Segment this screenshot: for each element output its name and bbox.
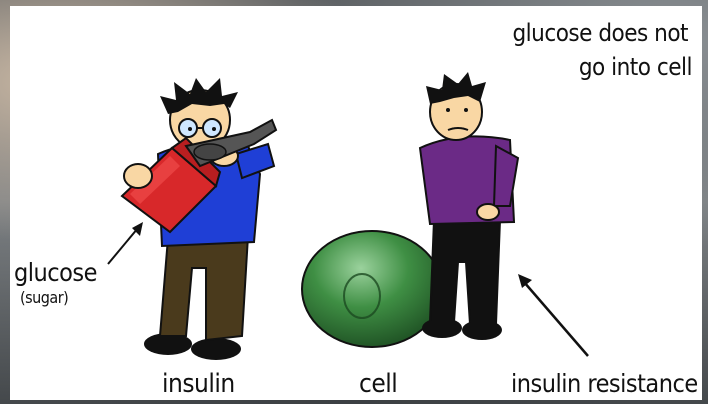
insulin-label: insulin (162, 369, 235, 399)
glucose-arrow (108, 222, 143, 264)
glucose-label: glucose (14, 258, 97, 287)
sugar-label: (sugar) (20, 288, 68, 307)
resistance-arrow (518, 274, 588, 356)
cell-sphere-icon (302, 231, 442, 347)
caption-line-1: glucose does not (512, 19, 688, 47)
resistance-man-icon (420, 72, 518, 340)
cell-label: cell (359, 369, 397, 399)
insulin-resistance-label: insulin resistance (511, 369, 698, 398)
caption-line-2: go into cell (579, 53, 692, 81)
diagram-panel: glucose does not go into cell glucose (s… (10, 6, 702, 400)
